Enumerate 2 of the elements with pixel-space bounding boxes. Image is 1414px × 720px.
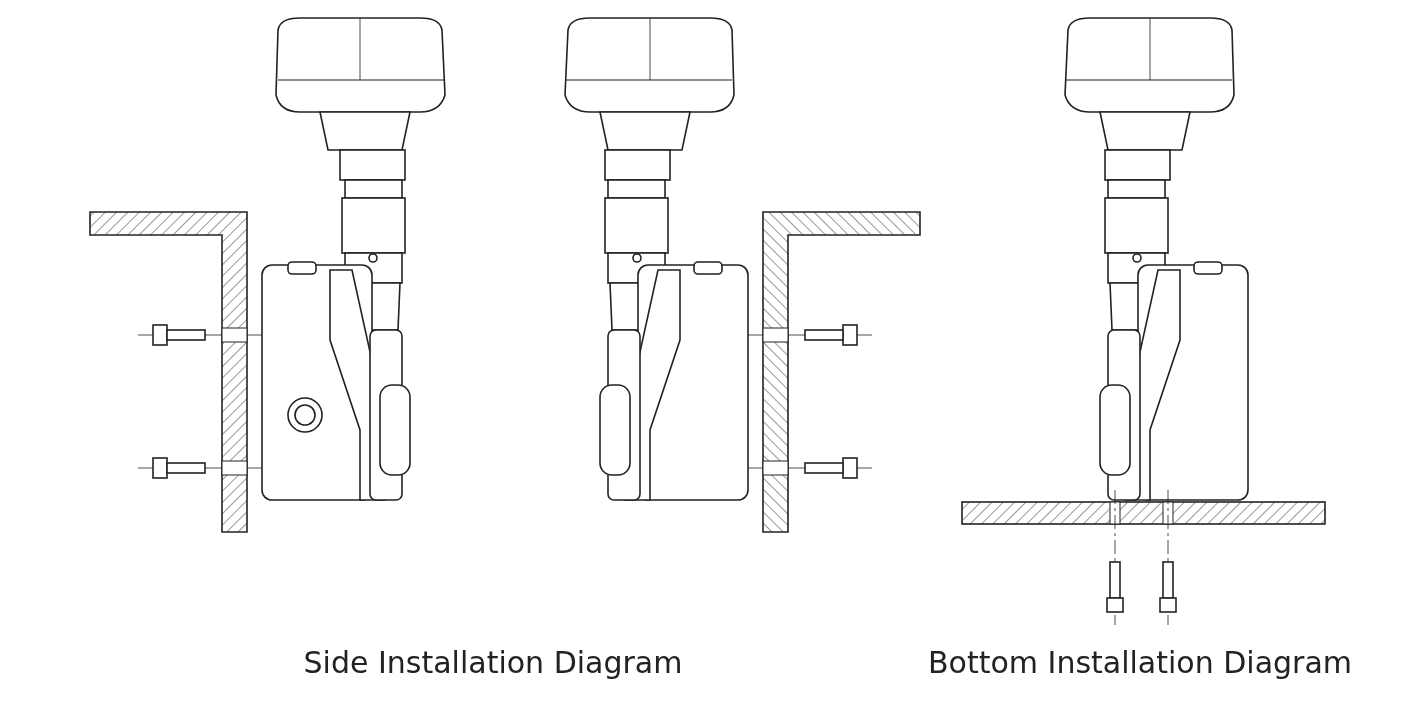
diagram-caption: Bottom Installation Diagram <box>927 645 1353 680</box>
diagram-caption: Side Installation Diagram <box>303 645 683 680</box>
